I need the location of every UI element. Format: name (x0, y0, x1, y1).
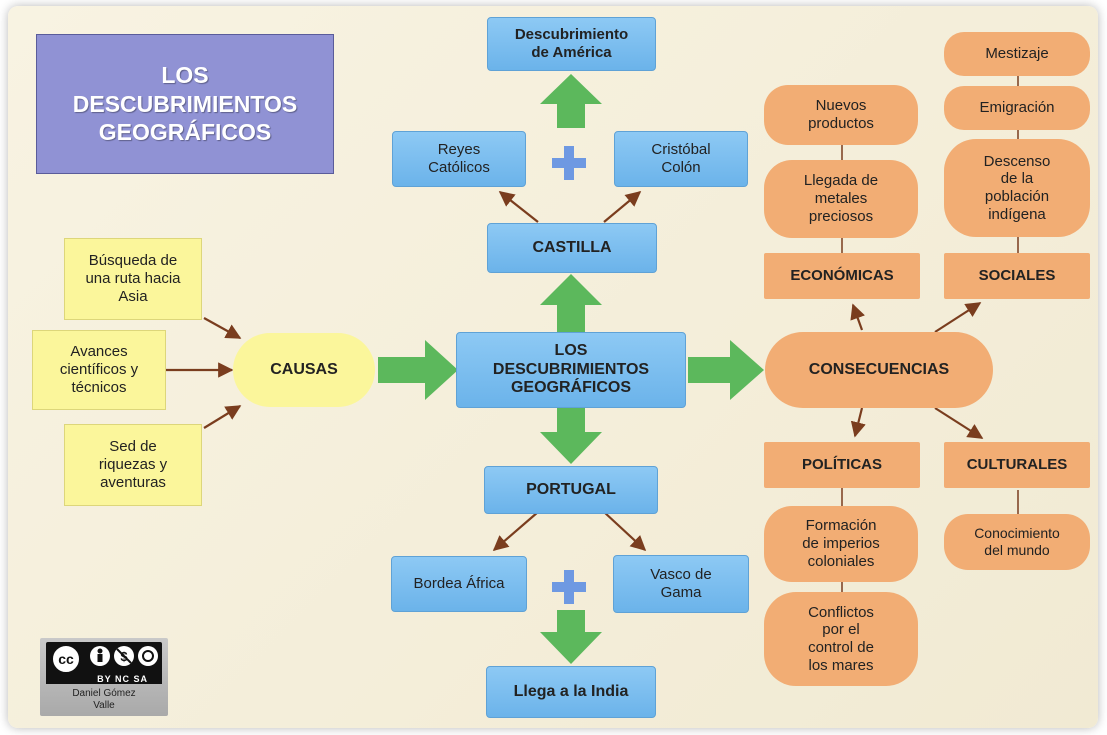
arrow-busqueda-to-causas (203, 317, 242, 339)
cause-sed: Sed de riquezas y aventuras (64, 424, 202, 506)
cause-avances: Avances científicos y técnicos (32, 330, 166, 410)
green-arrow-center-to-consecuencias (688, 340, 764, 400)
culturales-node: CULTURALES (944, 442, 1090, 488)
cause-busqueda: Búsqueda de una ruta hacia Asia (64, 238, 202, 320)
arrow-consecuencias-to-politicas (850, 407, 866, 438)
politicas-node: POLÍTICAS (764, 442, 920, 488)
vasco-de-gama-node: Vasco de Gama (613, 555, 749, 613)
castilla-node: CASTILLA (487, 223, 657, 273)
center-node: LOS DESCUBRIMIENTOS GEOGRÁFICOS (456, 332, 686, 408)
map-title: LOS DESCUBRIMIENTOS GEOGRÁFICOS (36, 34, 334, 174)
cc-by-nc-sa-icon: cc $ (46, 642, 162, 676)
license-author: Daniel Gómez Valle (72, 688, 136, 711)
green-arrow-down-to-india (540, 610, 602, 664)
green-arrow-causas-to-center (378, 340, 458, 400)
plus-sign-castilla-icon (552, 146, 586, 180)
arrow-consecuencias-to-culturales (934, 407, 984, 439)
consecuencias-node: CONSECUENCIAS (765, 332, 993, 408)
arrow-portugal-to-vasco (603, 511, 647, 552)
bordea-africa-node: Bordea África (391, 556, 527, 612)
nuevos-productos-node: Nuevos productos (764, 85, 918, 145)
portugal-node: PORTUGAL (484, 466, 658, 514)
conocimiento-mundo-node: Conocimiento del mundo (944, 514, 1090, 570)
arrow-sed-to-causas (203, 405, 242, 429)
mestizaje-node: Mestizaje (944, 32, 1090, 76)
cristobal-colon-node: Cristóbal Colón (614, 131, 748, 187)
causas-node: CAUSAS (233, 333, 375, 407)
arrow-castilla-to-colon (603, 191, 642, 223)
llega-india-node: Llega a la India (486, 666, 656, 718)
arrow-castilla-to-reyes (498, 191, 539, 223)
green-arrow-center-to-castilla (540, 274, 602, 335)
conflictos-mares-node: Conflictos por el control de los mares (764, 592, 918, 686)
green-arrow-up-to-america (540, 74, 602, 128)
arrow-consecuencias-to-economicas (850, 303, 865, 331)
plus-sign-portugal-icon (552, 570, 586, 604)
arrow-portugal-to-bordea (492, 511, 539, 552)
imperios-coloniales-node: Formación de imperios coloniales (764, 506, 918, 582)
green-arrow-center-to-portugal (540, 405, 602, 464)
license-badge: cc $ BY NC SA Daniel Gómez Valle (40, 638, 168, 716)
descubrimiento-america-node: Descubrimiento de América (487, 17, 656, 71)
svg-text:cc: cc (58, 651, 74, 667)
sociales-node: SOCIALES (944, 253, 1090, 299)
economicas-node: ECONÓMICAS (764, 253, 920, 299)
reyes-catolicos-node: Reyes Católicos (392, 131, 526, 187)
map-title-text: LOS DESCUBRIMIENTOS GEOGRÁFICOS (72, 61, 298, 146)
descenso-poblacion-node: Descenso de la población indígena (944, 139, 1090, 237)
arrow-consecuencias-to-sociales (934, 302, 982, 333)
emigracion-node: Emigración (944, 86, 1090, 130)
license-terms: BY NC SA (46, 674, 162, 684)
metales-preciosos-node: Llegada de metales preciosos (764, 160, 918, 238)
